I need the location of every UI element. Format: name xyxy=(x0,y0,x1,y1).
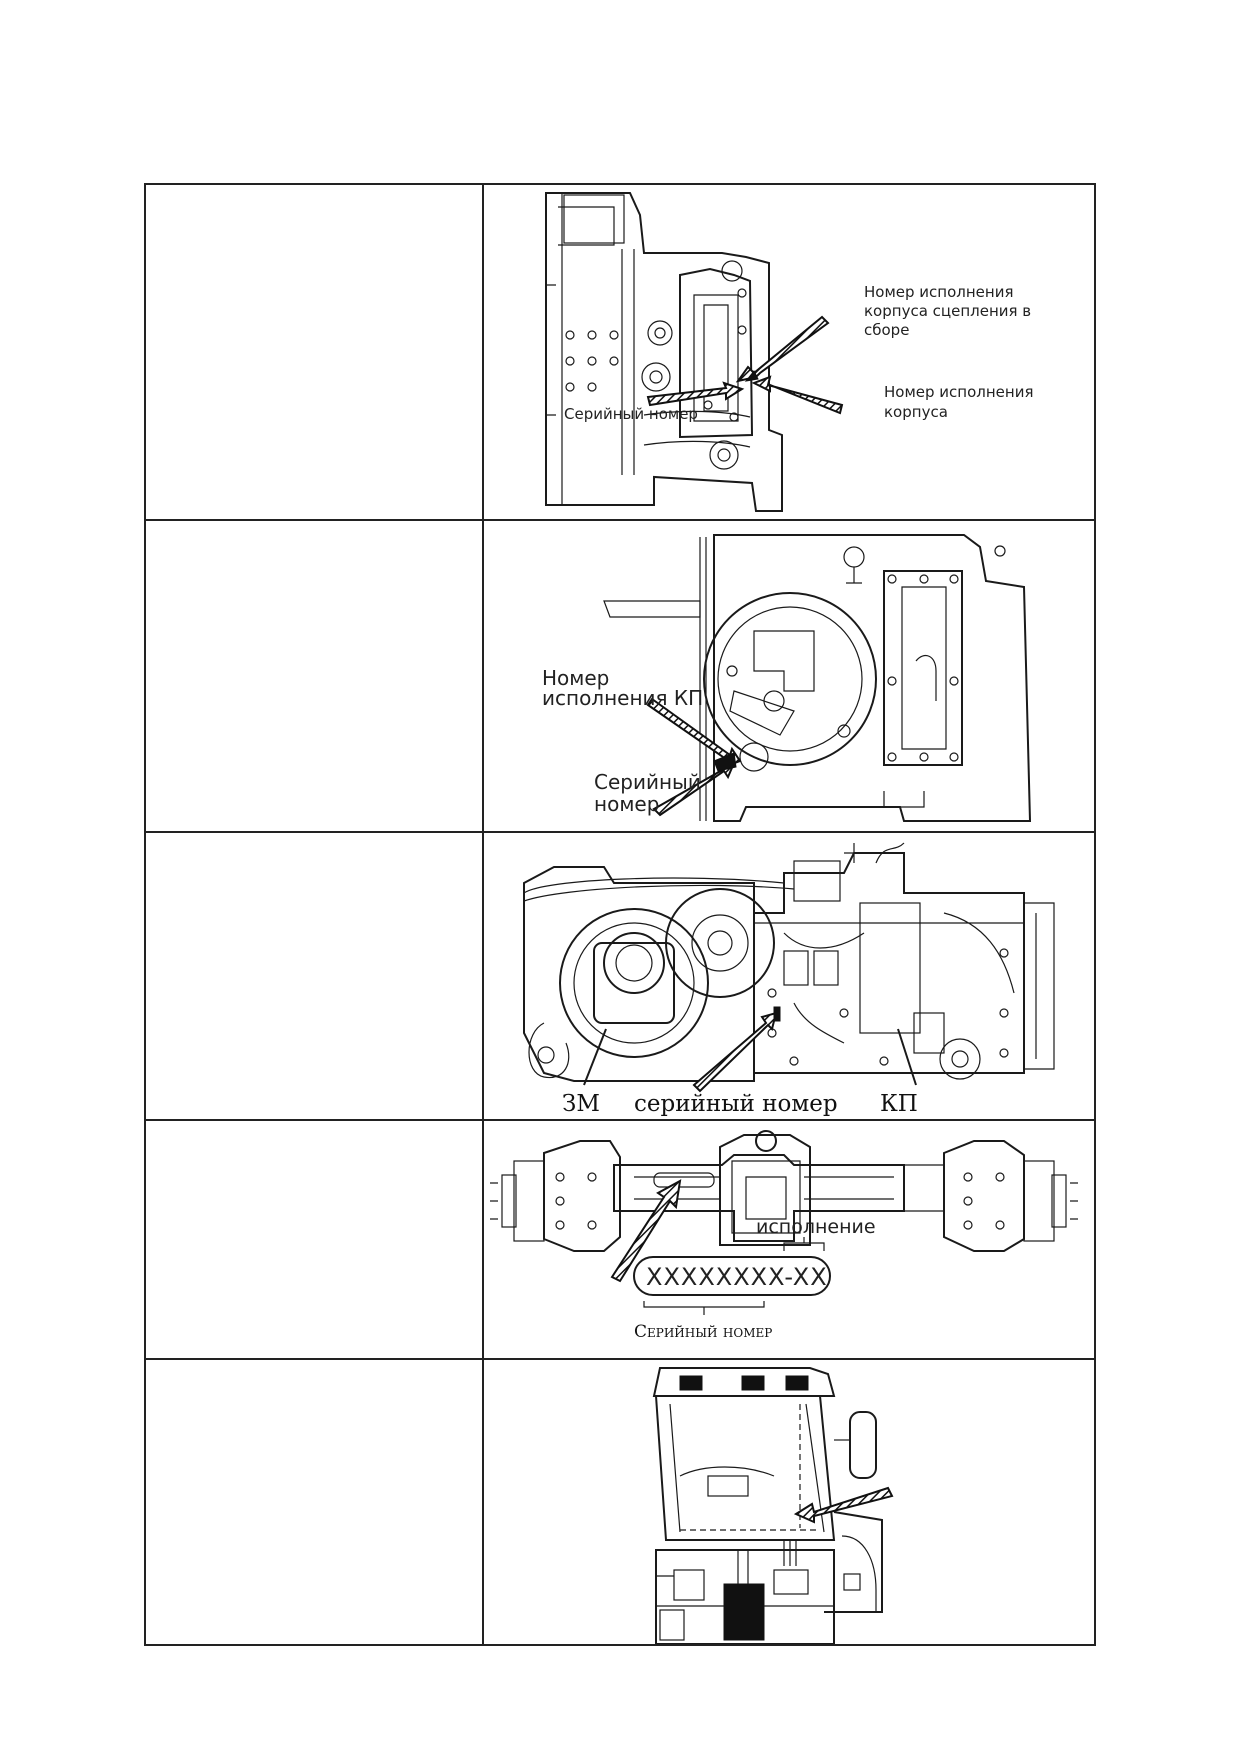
label-version: исполнение xyxy=(756,1216,876,1238)
row-description xyxy=(144,831,484,1121)
row-description xyxy=(144,183,484,521)
drive-axle-drawing: XXXXXXXX-XX исполнение Серийный номер xyxy=(490,1130,1078,1342)
figure-cell xyxy=(482,1358,1096,1646)
label-kp-line1: Номер xyxy=(542,666,609,690)
label-kp-line2: исполнения КП xyxy=(542,686,703,710)
label-assembly-line1: Номер исполнения xyxy=(864,283,1013,301)
gearbox-side-drawing: Номер исполнения КП Серийный номер xyxy=(542,534,1032,822)
figure-cell: Номер исполнения корпуса сцепления в сбо… xyxy=(482,183,1096,521)
label-kp: КП xyxy=(880,1091,918,1117)
label-assembly-line2: корпуса сцепления в xyxy=(864,302,1031,320)
row-description xyxy=(144,519,484,833)
figure-cell: Номер исполнения КП Серийный номер xyxy=(482,519,1096,833)
figure-cell: ЗМ серийный номер КП xyxy=(482,831,1096,1121)
label-housing-line2: корпуса xyxy=(884,403,948,421)
label-serial-line1: Серийный xyxy=(594,770,701,794)
transmission-assembly-drawing: ЗМ серийный номер КП xyxy=(523,842,1055,1117)
row-description xyxy=(144,1119,484,1360)
label-serial: Серийный номер xyxy=(564,405,698,423)
label-serial: серийный номер xyxy=(634,1091,838,1117)
table-row: Номер исполнения корпуса сцепления в сбо… xyxy=(144,183,1096,521)
label-assembly-line3: сборе xyxy=(864,321,909,339)
cab-drawing xyxy=(652,1367,894,1644)
label-serial-line2: номер xyxy=(594,792,659,816)
label-housing-line1: Номер исполнения xyxy=(884,383,1033,401)
label-code: XXXXXXXX-XX xyxy=(646,1263,828,1291)
label-serial: Серийный номер xyxy=(634,1322,772,1342)
table-row: Номер исполнения КП Серийный номер xyxy=(144,519,1096,833)
clutch-housing-drawing: Номер исполнения корпуса сцепления в сбо… xyxy=(545,192,1033,512)
table-row xyxy=(144,1358,1096,1646)
table-row: ЗМ серийный номер КП xyxy=(144,831,1096,1121)
label-zm: ЗМ xyxy=(562,1091,600,1117)
identification-table: Номер исполнения корпуса сцепления в сбо… xyxy=(144,183,1096,1646)
table-row: XXXXXXXX-XX исполнение Серийный номер xyxy=(144,1119,1096,1360)
figure-cell: XXXXXXXX-XX исполнение Серийный номер xyxy=(482,1119,1096,1360)
row-description xyxy=(144,1358,484,1646)
